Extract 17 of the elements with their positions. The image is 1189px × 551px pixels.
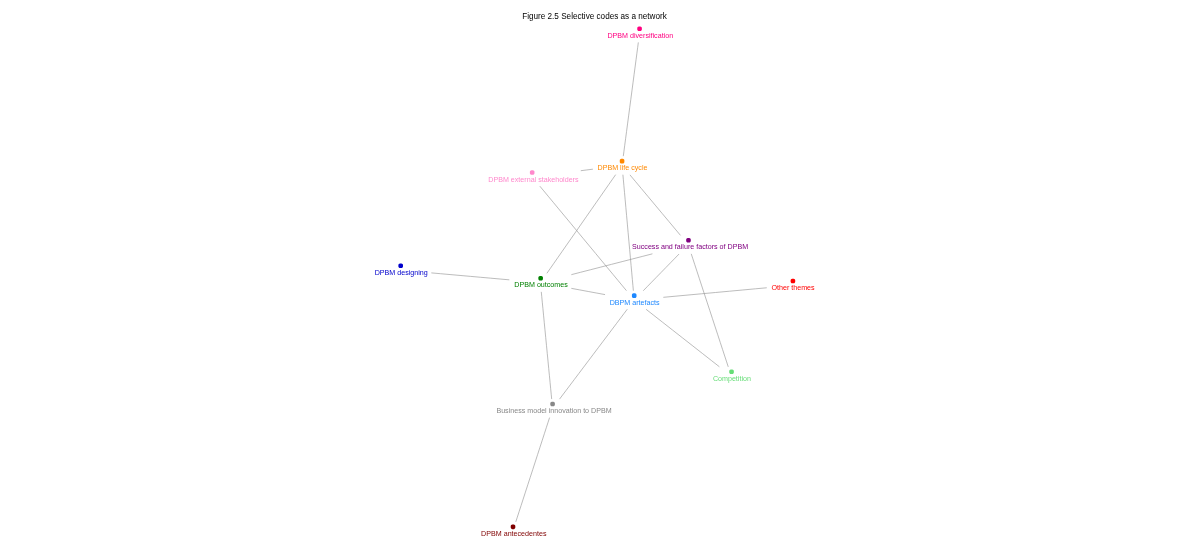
connector [690, 253, 729, 368]
diagram-title: Figure 2.5 Selective codes as a network [522, 12, 667, 22]
connector [515, 417, 550, 523]
connector [580, 168, 594, 172]
connector [540, 291, 553, 400]
connector [546, 174, 616, 274]
connector [642, 253, 680, 292]
connector [431, 272, 510, 281]
connector [571, 288, 606, 295]
connector [629, 174, 681, 236]
connector [622, 174, 634, 291]
connector [539, 185, 627, 291]
connector [645, 308, 720, 368]
connector [622, 42, 639, 157]
connector [559, 308, 628, 400]
connector [663, 287, 768, 298]
connector [571, 253, 653, 275]
